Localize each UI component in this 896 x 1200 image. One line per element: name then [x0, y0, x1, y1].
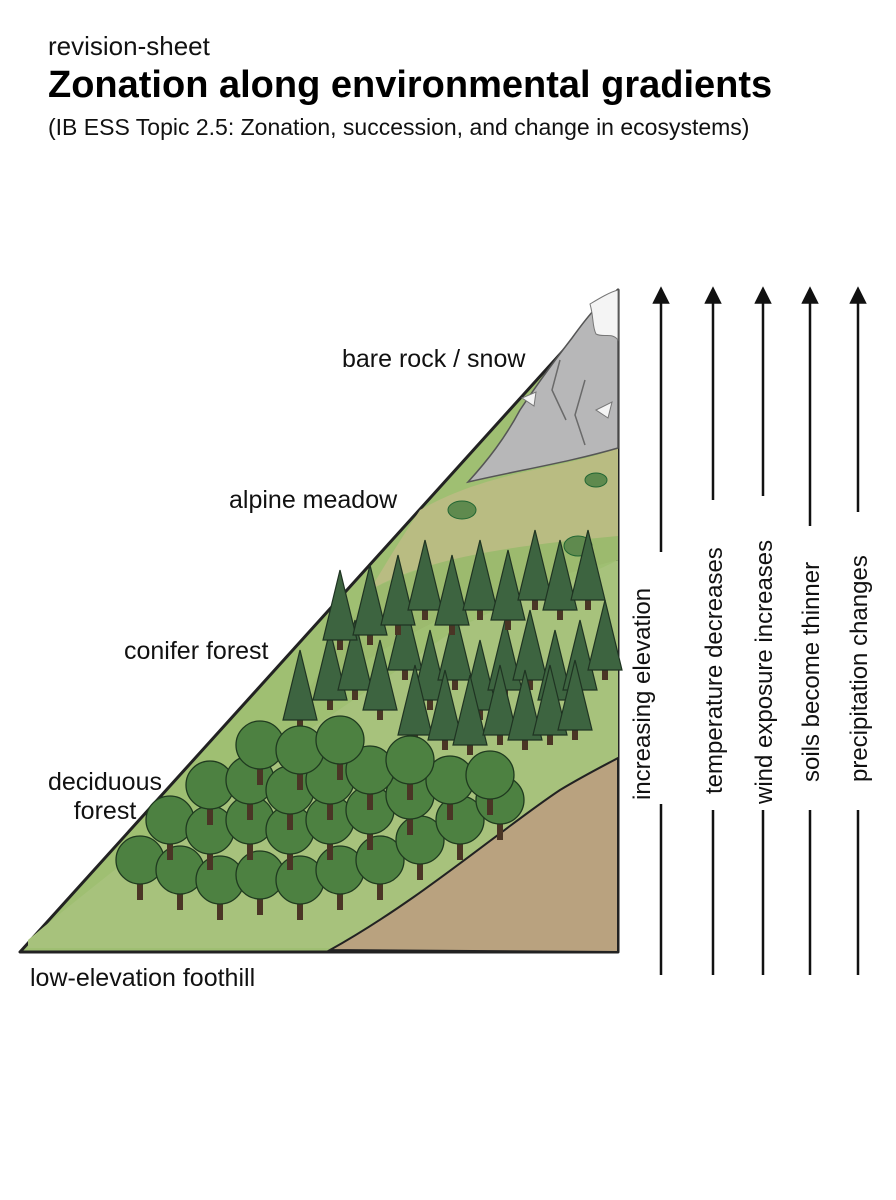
deciduous-tree — [425, 755, 475, 820]
soil-layer — [326, 756, 619, 954]
bare-rock-zone — [465, 288, 619, 484]
zone-label-deciduous-line1: deciduous — [48, 768, 162, 796]
page-subtitle: (IB ESS Topic 2.5: Zonation, succession,… — [48, 114, 750, 140]
conifer-tree — [482, 664, 518, 745]
conifer-tree — [362, 639, 398, 720]
temperature-label: temperature decreases — [701, 547, 728, 794]
conifer-tree — [570, 529, 606, 610]
zone-label-foothill: low-elevation foothill — [30, 964, 256, 992]
precipitation-label: precipitation changes — [846, 555, 873, 782]
conifer-tree — [587, 599, 623, 680]
conifer-tree — [434, 554, 470, 635]
conifer-tree — [462, 539, 498, 620]
conifer-tree — [312, 629, 348, 710]
header: revision-sheet Zonation along environmen… — [48, 30, 888, 142]
conifer-tree — [322, 569, 358, 650]
deciduous-trees — [115, 715, 525, 920]
sheet-type-label: revision-sheet — [48, 31, 210, 61]
elevation-label: increasing elevation — [629, 588, 656, 800]
conifer-tree — [337, 619, 373, 700]
conifer-tree — [557, 659, 593, 740]
conifer-tree — [517, 529, 553, 610]
snow-cap — [589, 289, 619, 342]
deciduous-tree — [315, 715, 365, 780]
deciduous-tree — [385, 735, 435, 800]
wind-label: wind exposure increases — [751, 540, 778, 805]
conifer-tree — [380, 554, 416, 635]
conifer-tree — [437, 609, 473, 690]
conifer-tree — [490, 549, 526, 630]
conifer-tree — [427, 669, 463, 750]
conifer-tree — [352, 564, 388, 645]
zone-label-conifer: conifer forest — [124, 637, 269, 665]
zone-label-rock: bare rock / snow — [342, 345, 526, 373]
conifer-tree — [282, 649, 318, 730]
conifer-tree — [407, 539, 443, 620]
conifer-tree — [532, 664, 568, 745]
snow-patch — [595, 401, 613, 419]
conifer-tree — [412, 629, 448, 710]
deciduous-tree — [145, 795, 195, 860]
conifer-tree — [512, 609, 548, 690]
alpine-meadow-zone — [370, 448, 618, 590]
conifer-trees — [282, 529, 623, 755]
page-title: Zonation along environmental gradients — [48, 64, 773, 106]
deciduous-tree — [465, 750, 515, 815]
conifer-tree — [507, 669, 543, 750]
conifer-tree — [542, 539, 578, 620]
snow-patch — [520, 391, 537, 407]
zone-label-deciduous-line2: forest — [73, 797, 137, 825]
soil-label: soils become thinner — [798, 562, 825, 782]
rock-crack — [551, 359, 586, 446]
conifer-tree — [452, 674, 488, 755]
zone-label-alpine: alpine meadow — [229, 486, 398, 514]
